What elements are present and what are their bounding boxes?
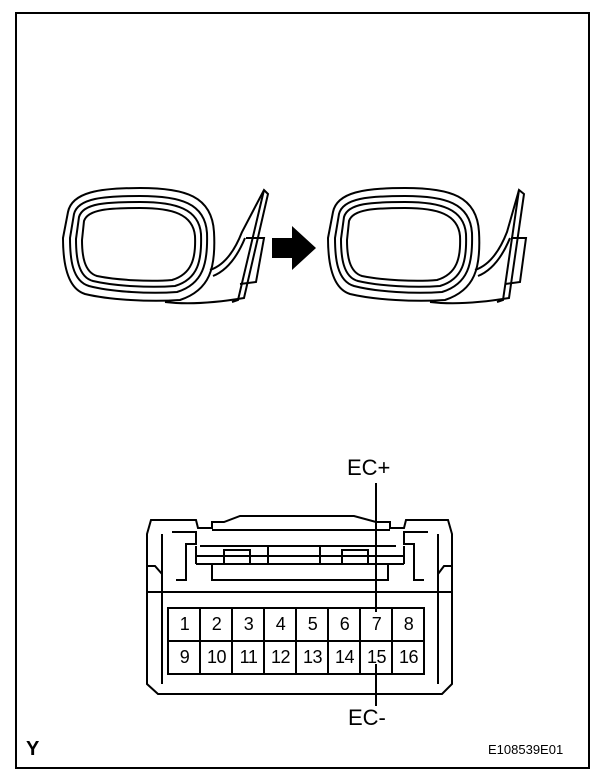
- terminal-number: 9: [179, 647, 190, 667]
- ec-minus-label: EC-: [348, 705, 386, 730]
- ec-plus-label: EC+: [347, 455, 391, 480]
- connector-housing: [146, 515, 453, 695]
- direction-arrow: [272, 226, 316, 270]
- terminal-number: 5: [307, 614, 318, 634]
- mirror-after: [326, 186, 528, 305]
- terminal-number: 11: [239, 647, 258, 667]
- terminal-number: 16: [398, 647, 419, 667]
- figure-frame: [15, 12, 590, 769]
- terminal-number: 10: [206, 647, 227, 667]
- terminal-number: 1: [179, 614, 190, 634]
- terminal-number: 13: [302, 647, 323, 667]
- terminal-number: 12: [270, 647, 291, 667]
- terminal-number: 15: [366, 647, 387, 667]
- terminal-number: 2: [211, 614, 222, 634]
- terminal-number: 14: [334, 647, 355, 667]
- terminal-number: 6: [339, 614, 350, 634]
- terminal-number: 4: [275, 614, 286, 634]
- figure-code: E108539E01: [488, 742, 564, 757]
- mirror-before: [61, 186, 270, 305]
- terminal-number: 8: [403, 614, 414, 634]
- terminal-grid: [167, 607, 425, 675]
- terminal-number: 7: [371, 614, 382, 634]
- corner-letter: Y: [26, 738, 40, 760]
- terminal-number: 3: [243, 614, 254, 634]
